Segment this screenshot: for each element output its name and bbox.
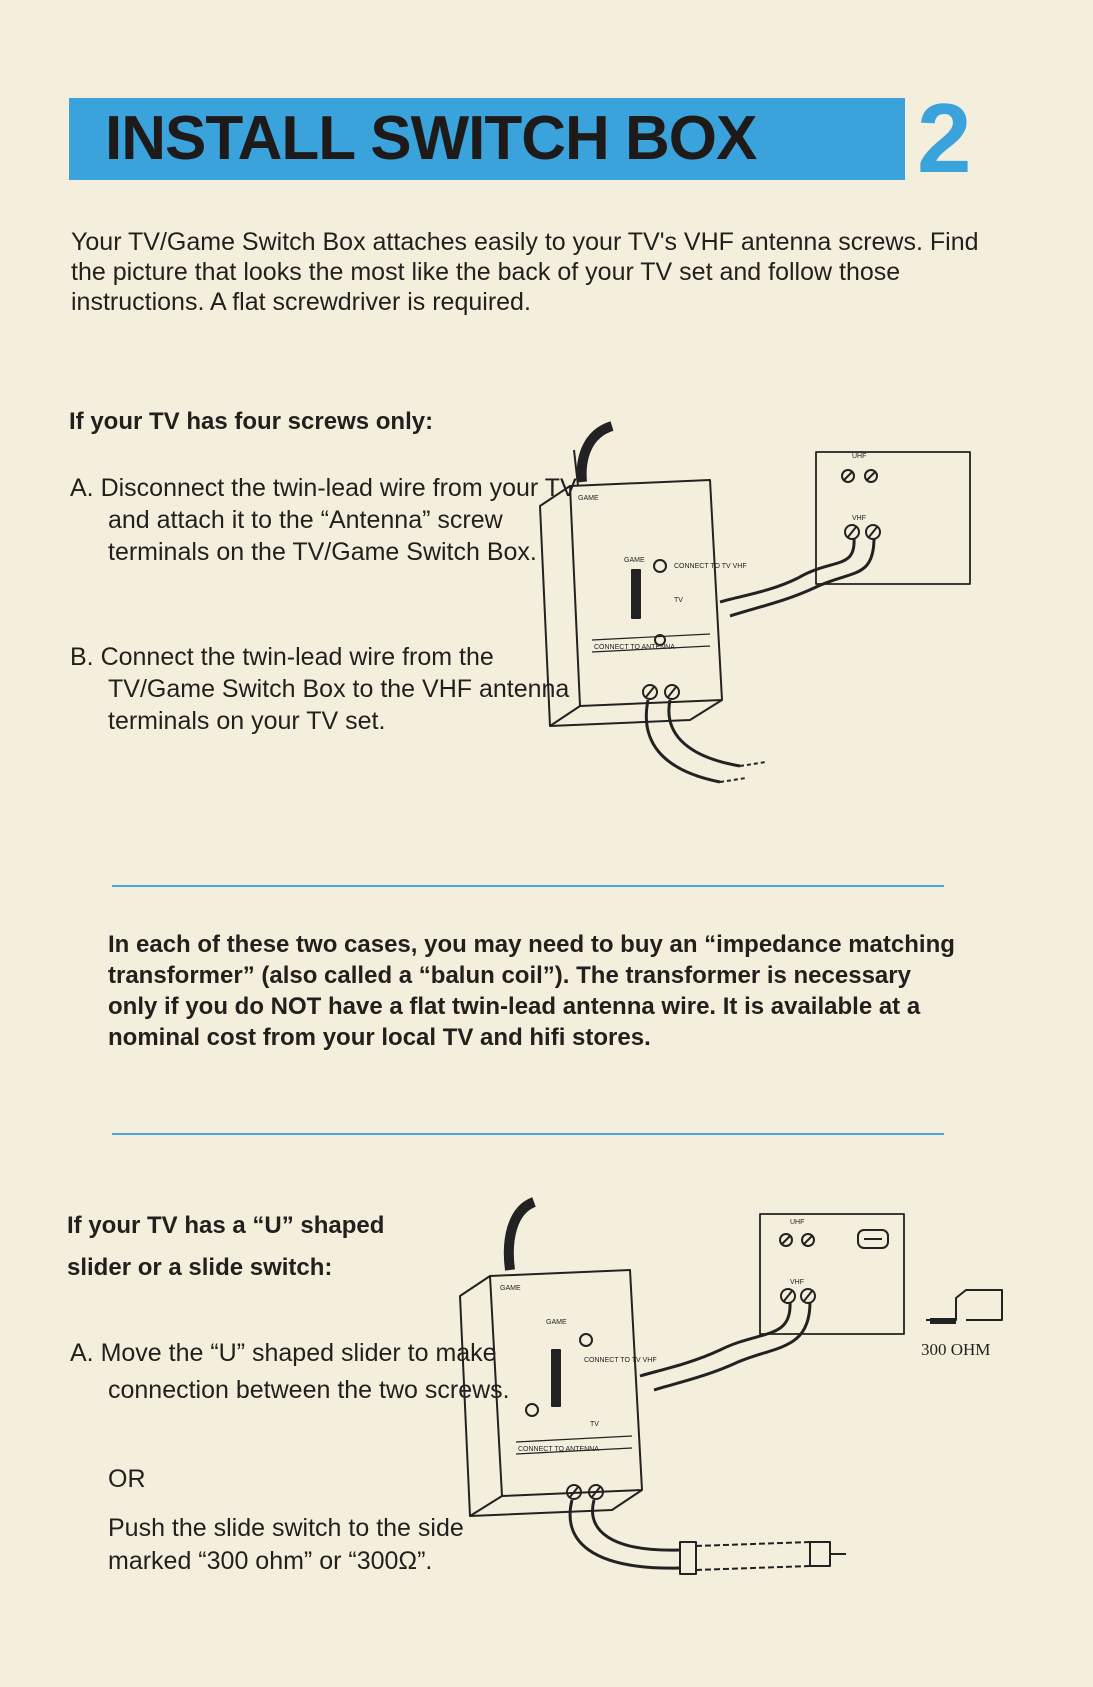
divider-bottom (112, 1133, 944, 1135)
divider-top (112, 885, 944, 887)
four-screws-heading: If your TV has four screws only: (69, 408, 434, 435)
uhf-label-1: UHF (852, 453, 866, 460)
tv-label-2: TV (590, 1421, 599, 1428)
section-number: 2 (917, 83, 972, 193)
connect-tv-label-1: CONNECT TO TV VHF (674, 563, 747, 570)
game-label-box-2: GAME (500, 1285, 521, 1292)
game-label-switch-2: GAME (546, 1319, 567, 1326)
switch-box-illustration-1: UHF VHF GAME GAME TV CONNECT TO ANTENNA … (539, 421, 971, 784)
u-slider-step-a: A. Move the “U” shaped slider to make co… (70, 1339, 510, 1404)
connect-tv-label-2: CONNECT TO TV VHF (584, 1357, 657, 1364)
vhf-label-1: VHF (852, 515, 866, 522)
page-title: INSTALL SWITCH BOX (105, 104, 757, 173)
connect-antenna-label-2: CONNECT TO ANTENNA (518, 1446, 599, 1453)
uhf-label-2: UHF (790, 1219, 804, 1226)
u-slider-heading-line2: slider or a slide switch: (67, 1254, 333, 1281)
u-slider-heading-line1: If your TV has a “U” shaped (67, 1212, 385, 1239)
intro-paragraph: Your TV/Game Switch Box attaches easily … (71, 228, 979, 316)
game-label-box-1: GAME (578, 495, 599, 502)
connect-antenna-label-1: CONNECT TO ANTENNA (594, 644, 675, 651)
game-label-switch-1: GAME (624, 557, 645, 564)
300-ohm-label: 300 OHM (921, 1340, 991, 1359)
four-screws-step-a: A. Disconnect the twin-lead wire from yo… (70, 474, 577, 566)
balun-note: In each of these two cases, you may need… (108, 931, 955, 1051)
vhf-label-2: VHF (790, 1279, 804, 1286)
four-screws-step-b: B. Connect the twin-lead wire from the T… (70, 643, 570, 735)
title-banner: INSTALL SWITCH BOX (69, 98, 905, 180)
switch-box-illustration-2: UHF VHF GAME GAME TV CONNECT TO ANTENNA … (459, 1197, 1003, 1575)
tv-label-1: TV (674, 597, 683, 604)
u-slider-or: OR (108, 1465, 146, 1493)
u-slider-push: Push the slide switch to the side marked… (108, 1514, 464, 1575)
